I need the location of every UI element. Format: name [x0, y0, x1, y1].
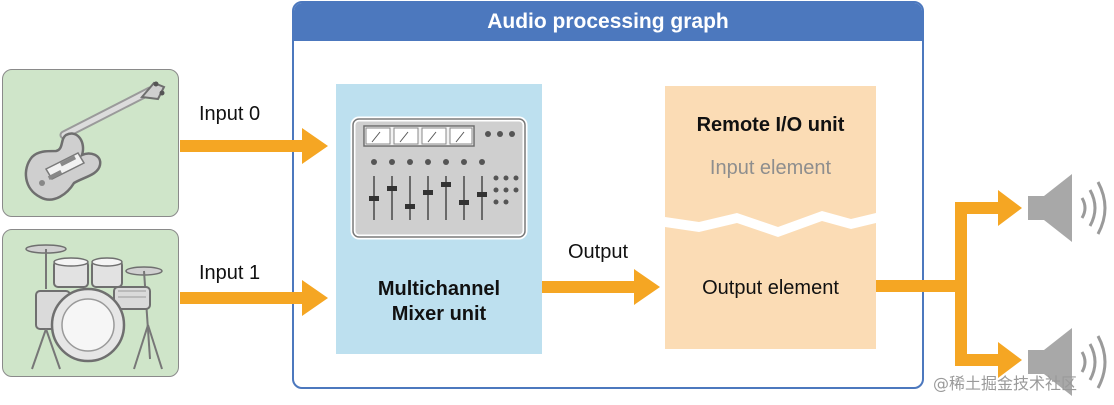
- mixer-label-line2: Mixer unit: [391, 303, 487, 325]
- drum-kit-icon: [25, 244, 163, 370]
- output-split-arrows: [876, 190, 1022, 378]
- mixer-label-line1: Multichannel: [377, 278, 501, 300]
- remote-io-output-element: Output element: [702, 277, 839, 299]
- remote-io-title: Remote I/O unit: [696, 114, 845, 136]
- speaker-icon: [1028, 328, 1107, 396]
- input-source-guitar: [2, 69, 179, 217]
- output-connection-label: Output: [568, 241, 629, 263]
- mixing-console-icon: [350, 116, 528, 240]
- graph-title: Audio processing graph: [294, 3, 922, 41]
- remote-io-input-element: Input element: [709, 157, 832, 179]
- output-arrow: [542, 269, 660, 305]
- remote-io-unit: [665, 86, 876, 349]
- watermark: @稀土掘金技术社区: [933, 374, 1078, 393]
- electric-guitar-icon: [24, 81, 166, 201]
- input-1-arrow: [180, 280, 328, 316]
- mixer-unit-label: Multichannel Mixer unit: [336, 277, 542, 327]
- input-0-label: Input 0: [199, 103, 261, 125]
- speaker-icon: [1028, 174, 1107, 242]
- input-1-label: Input 1: [199, 262, 261, 284]
- input-source-drums: [2, 229, 179, 377]
- input-0-arrow: [180, 128, 328, 164]
